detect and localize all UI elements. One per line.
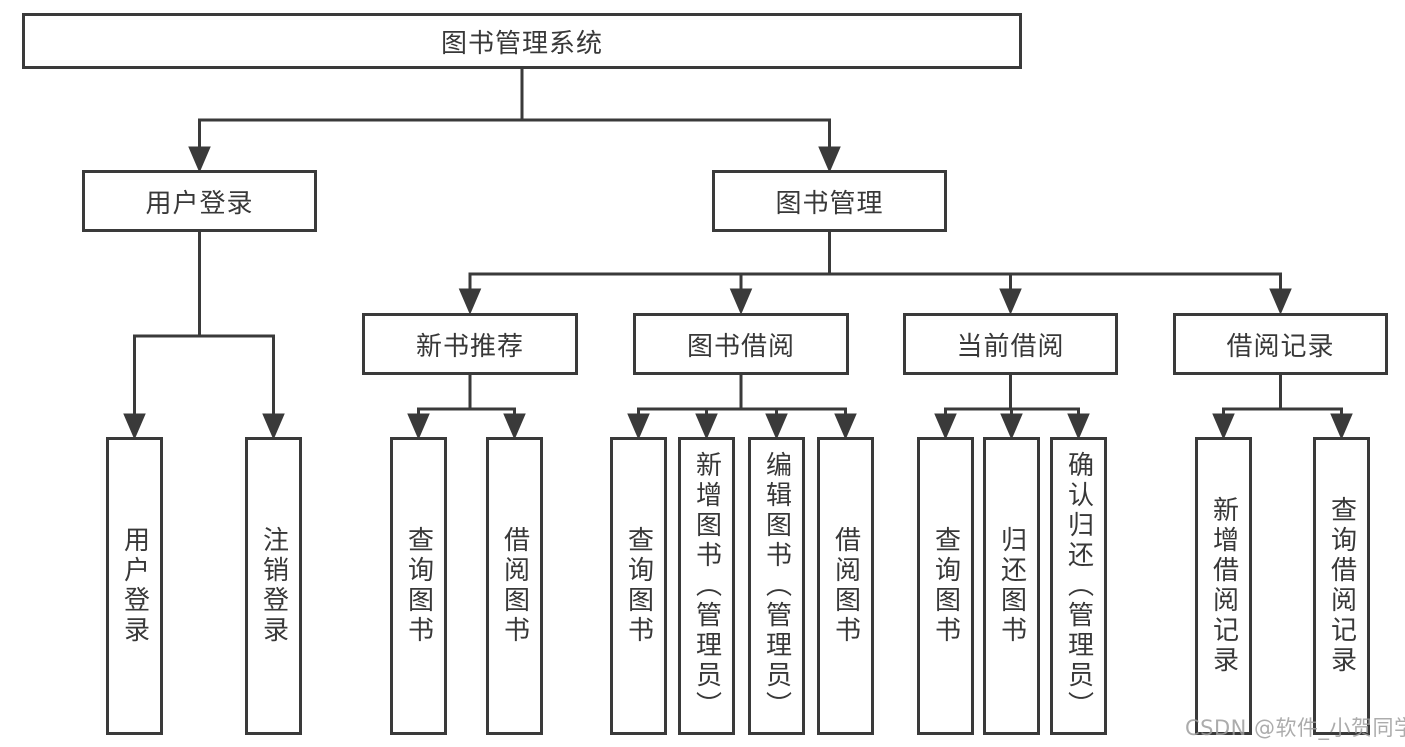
arrowhead: [834, 413, 857, 440]
node-leaf-edit-books-admin: 编辑图书（管理员）: [748, 437, 805, 735]
connector-book-management-to-groups: [458, 232, 1292, 315]
node-leaf-query-books-recommend: 查询图书: [390, 437, 447, 735]
node-leaf-borrow-books-recommend: 借阅图书: [486, 437, 543, 735]
connector-new-book-recommend-to-children: [407, 374, 526, 440]
connector-current-borrowing-to-children: [934, 374, 1090, 440]
node-root: 图书管理系统: [22, 13, 1022, 69]
node-leaf-add-borrow-record: 新增借阅记录: [1195, 437, 1252, 735]
arrowhead: [188, 146, 211, 173]
node-leaf-return-books: 归还图书: [983, 437, 1040, 735]
arrowhead: [934, 413, 957, 440]
connector-root-to-level2: [188, 69, 841, 173]
arrowhead: [123, 413, 146, 440]
node-leaf-user-login: 用户登录: [106, 437, 163, 735]
arrowhead: [1212, 413, 1235, 440]
arrowhead: [458, 288, 482, 315]
node-borrowing-records: 借阅记录: [1173, 313, 1388, 375]
node-leaf-query-borrow-record: 查询借阅记录: [1313, 437, 1370, 735]
node-leaf-borrow-books: 借阅图书: [817, 437, 874, 735]
node-current-borrowing: 当前借阅: [903, 313, 1118, 375]
node-user-login: 用户登录: [82, 170, 317, 232]
arrowhead: [1269, 288, 1292, 315]
node-leaf-query-books-current: 查询图书: [917, 437, 974, 735]
arrowhead: [1330, 413, 1353, 440]
node-leaf-confirm-return-admin: 确认归还（管理员）: [1050, 437, 1107, 735]
arrowhead: [729, 288, 753, 315]
watermark: CSDN @软件_小贺同学: [1185, 716, 1405, 740]
node-leaf-add-books-admin: 新增图书（管理员）: [678, 437, 735, 735]
arrowhead: [818, 146, 841, 173]
connector-book-borrowing-to-children: [627, 374, 857, 440]
arrowhead: [999, 288, 1022, 315]
arrowhead: [765, 413, 788, 440]
node-new-book-recommend: 新书推荐: [362, 313, 578, 375]
arrowhead: [503, 413, 526, 440]
node-leaf-logout: 注销登录: [245, 437, 302, 735]
arrowhead: [695, 413, 718, 440]
arrowhead: [407, 413, 430, 440]
connector-borrowing-records-to-children: [1212, 374, 1353, 440]
arrowhead: [1000, 413, 1023, 440]
node-leaf-query-books-borrow: 查询图书: [610, 437, 667, 735]
node-book-management: 图书管理: [712, 170, 947, 232]
node-book-borrowing: 图书借阅: [633, 313, 849, 375]
arrowhead: [627, 413, 650, 440]
arrowhead: [1067, 413, 1090, 440]
connector-user-login-to-children: [123, 232, 285, 440]
arrowhead: [262, 413, 285, 440]
